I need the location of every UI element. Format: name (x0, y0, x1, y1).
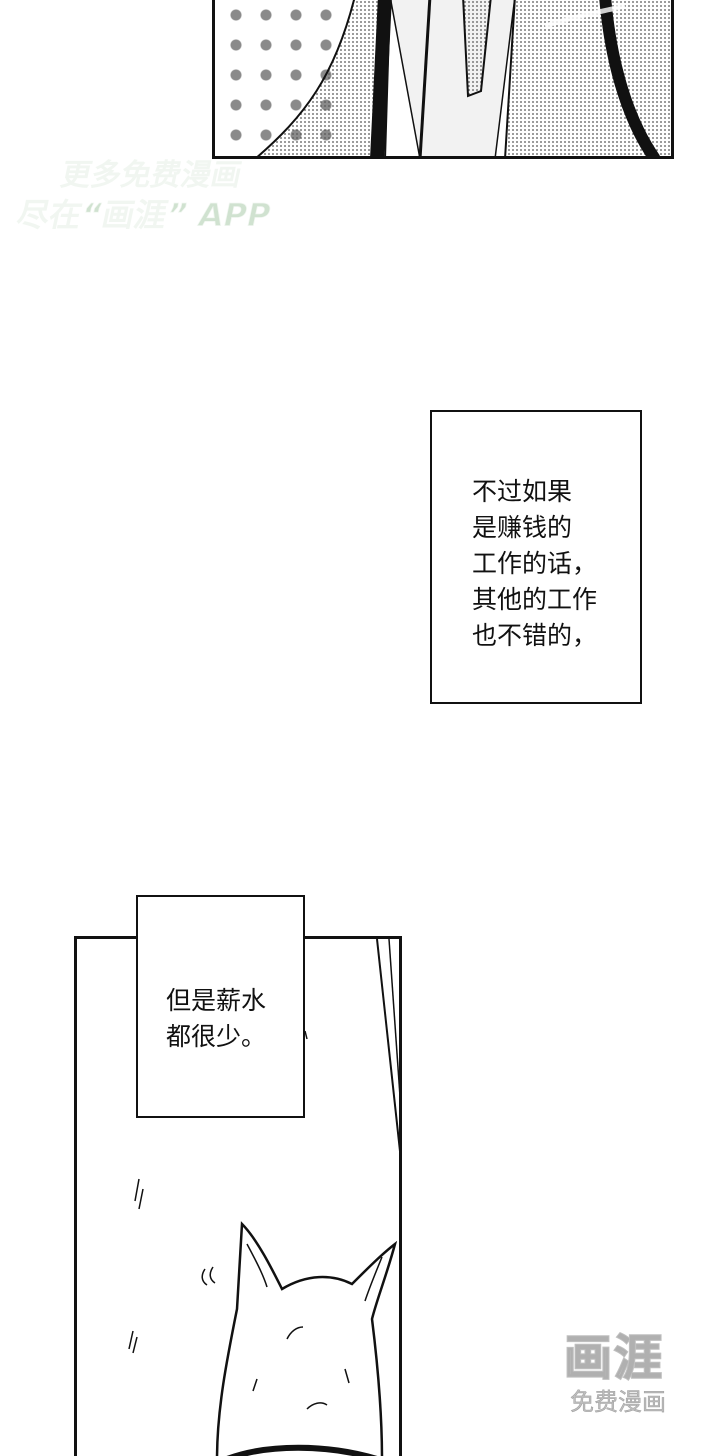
suit-illustration (256, 0, 671, 156)
narration-box-2: 但是薪水 都很少。 (136, 895, 305, 1118)
watermark-line2: 尽在“画涯” APP (13, 195, 275, 235)
logo-main-text: 画涯 (563, 1329, 665, 1387)
narration-box-1: 不过如果 是赚钱的 工作的话， 其他的工作 也不错的， (430, 410, 642, 704)
watermark-line1: 更多免费漫画 (57, 157, 246, 194)
comic-panel-top (212, 0, 674, 159)
logo-sub-text: 免费漫画 (570, 1388, 667, 1417)
app-logo-watermark: 画涯 免费漫画 (562, 1318, 690, 1428)
